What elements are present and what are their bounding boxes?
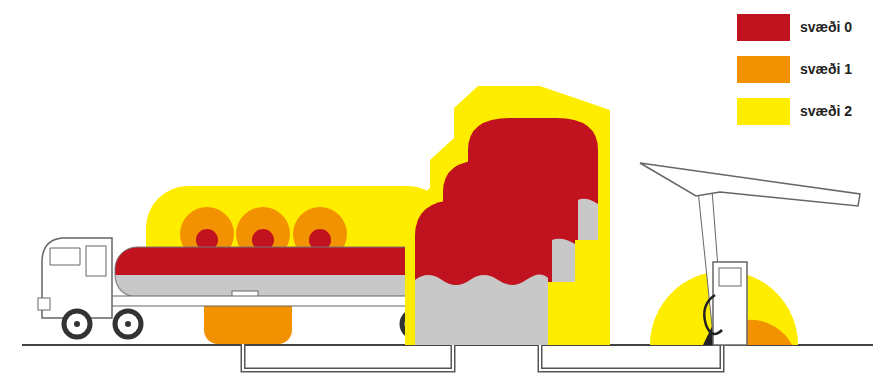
storage-tank: [415, 118, 598, 345]
zone-2-area: [405, 86, 610, 345]
legend-swatch: [737, 56, 790, 83]
wheel: [64, 311, 465, 337]
legend-entry: svæði 2: [737, 96, 852, 126]
legend: svæði 0 svæði 1 svæði 2: [737, 12, 852, 138]
wheel-hub: [74, 321, 455, 327]
fuel-pump: [704, 262, 747, 345]
legend-entry: svæði 1: [737, 54, 852, 84]
legend-swatch: [737, 98, 790, 125]
canopy: [640, 163, 860, 345]
legend-entry: svæði 0: [737, 12, 852, 42]
legend-text: svæði 1: [800, 61, 852, 77]
legend-swatch: [737, 14, 790, 41]
legend-text: svæði 0: [800, 19, 852, 35]
legend-text: svæði 2: [800, 103, 852, 119]
